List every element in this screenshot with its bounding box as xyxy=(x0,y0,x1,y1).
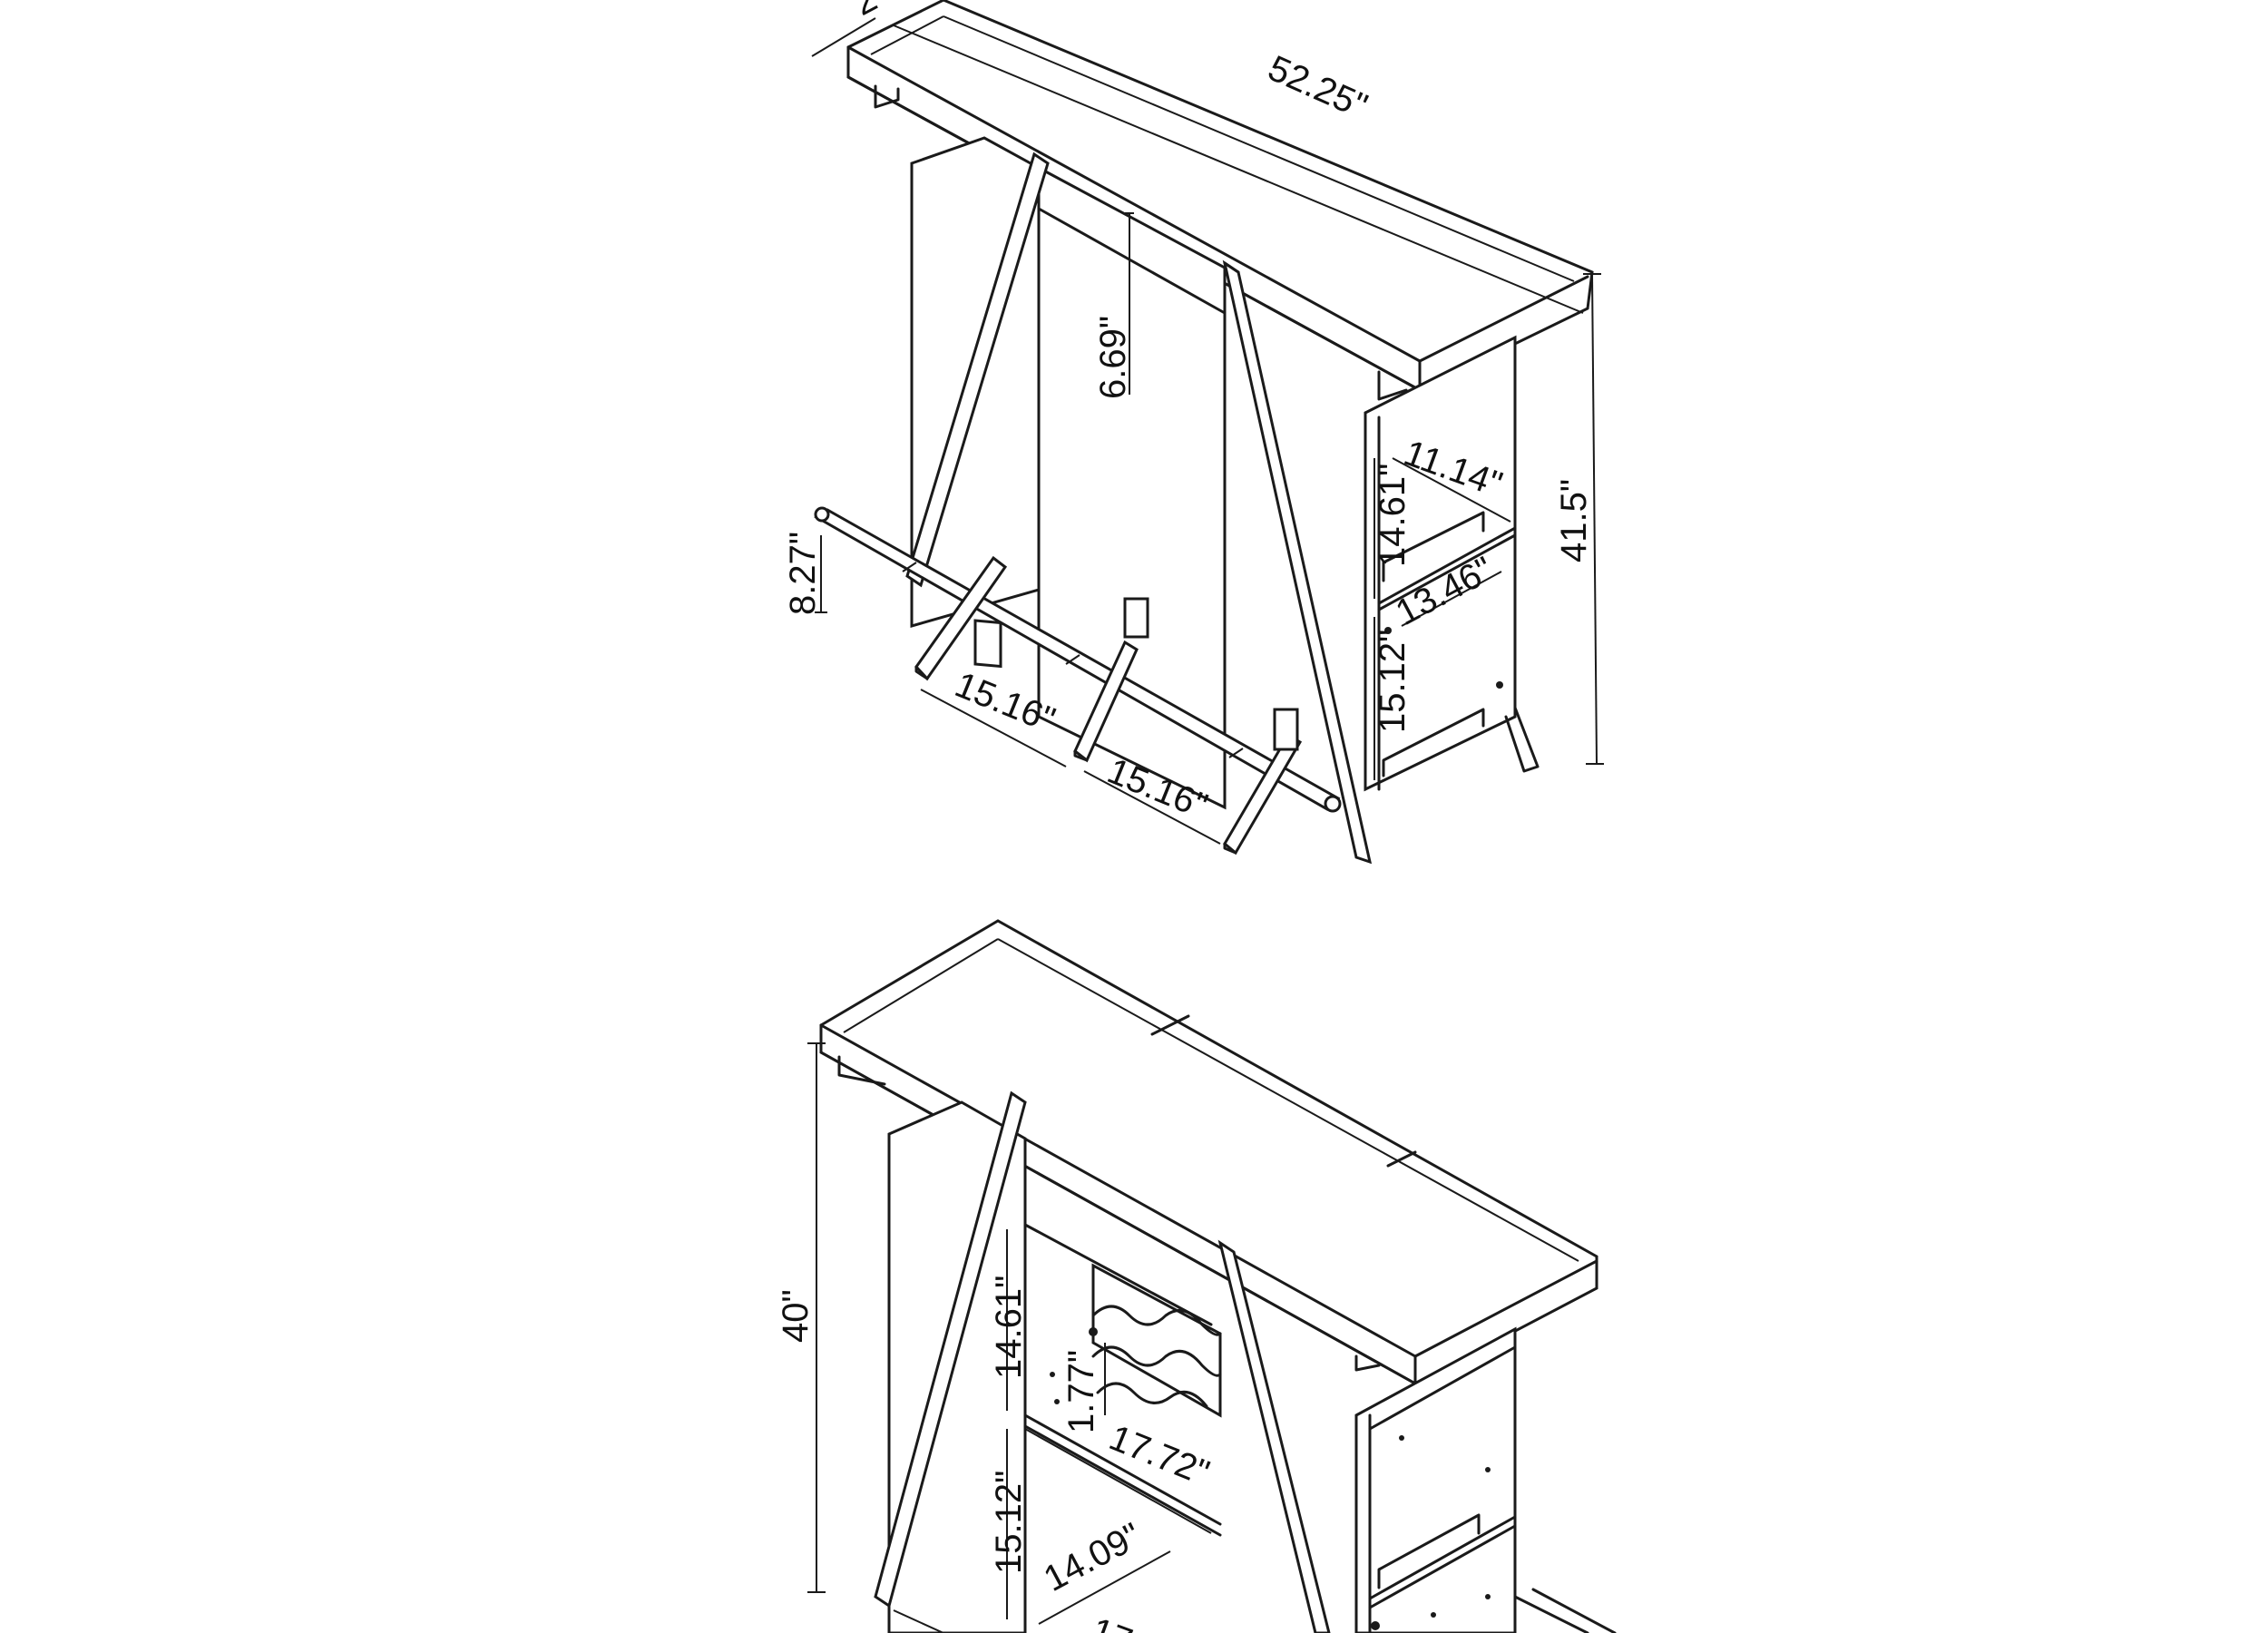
bottom-shelf-upper-height-label: 14.61" xyxy=(989,1276,1029,1379)
top-view: 52.25" 2 41.5" 6.69" 8.27" 14.61" 15.12"… xyxy=(783,0,1604,865)
bottom-shelf-lower-height-label: 15.12" xyxy=(989,1471,1029,1574)
bottom-shelf-depth-label: 14.09" xyxy=(1038,1515,1149,1599)
bottom-view-left-leg xyxy=(874,1090,1027,1609)
top-shelf-lower-height-label: 15.12" xyxy=(1373,630,1413,733)
top-footrest-height-label: 8.27" xyxy=(783,532,823,615)
dim-line-width xyxy=(893,24,1584,314)
top-height-label: 41.5" xyxy=(1554,479,1594,562)
top-drawer-height-label: 6.69" xyxy=(1093,316,1133,399)
bottom-view: 40" 14.61" 15.12" 1.77" 17.72" 14.09" 17 xyxy=(776,919,1617,1633)
top-width-label: 52.25" xyxy=(1262,48,1373,127)
bottom-view-side-cabinet xyxy=(1354,1326,1517,1633)
bottom-height-label: 40" xyxy=(776,1289,816,1343)
bottom-view-right-leg xyxy=(1217,1239,1331,1633)
top-view-footrest xyxy=(814,506,1342,856)
bottom-rack-gap-label: 1.77" xyxy=(1061,1350,1101,1433)
top-view-front-panel xyxy=(1037,165,1227,810)
bottom-view-wine-rack-compartment xyxy=(1023,1223,1222,1633)
top-view-left-leg xyxy=(905,152,1050,588)
top-view-right-leg xyxy=(1222,259,1373,865)
top-shelf-upper-height-label: 14.61" xyxy=(1373,464,1413,567)
top-depth-label: 2 xyxy=(847,0,884,24)
bottom-partial-label: 17 xyxy=(1086,1610,1138,1633)
dim-line-height xyxy=(1591,273,1598,765)
